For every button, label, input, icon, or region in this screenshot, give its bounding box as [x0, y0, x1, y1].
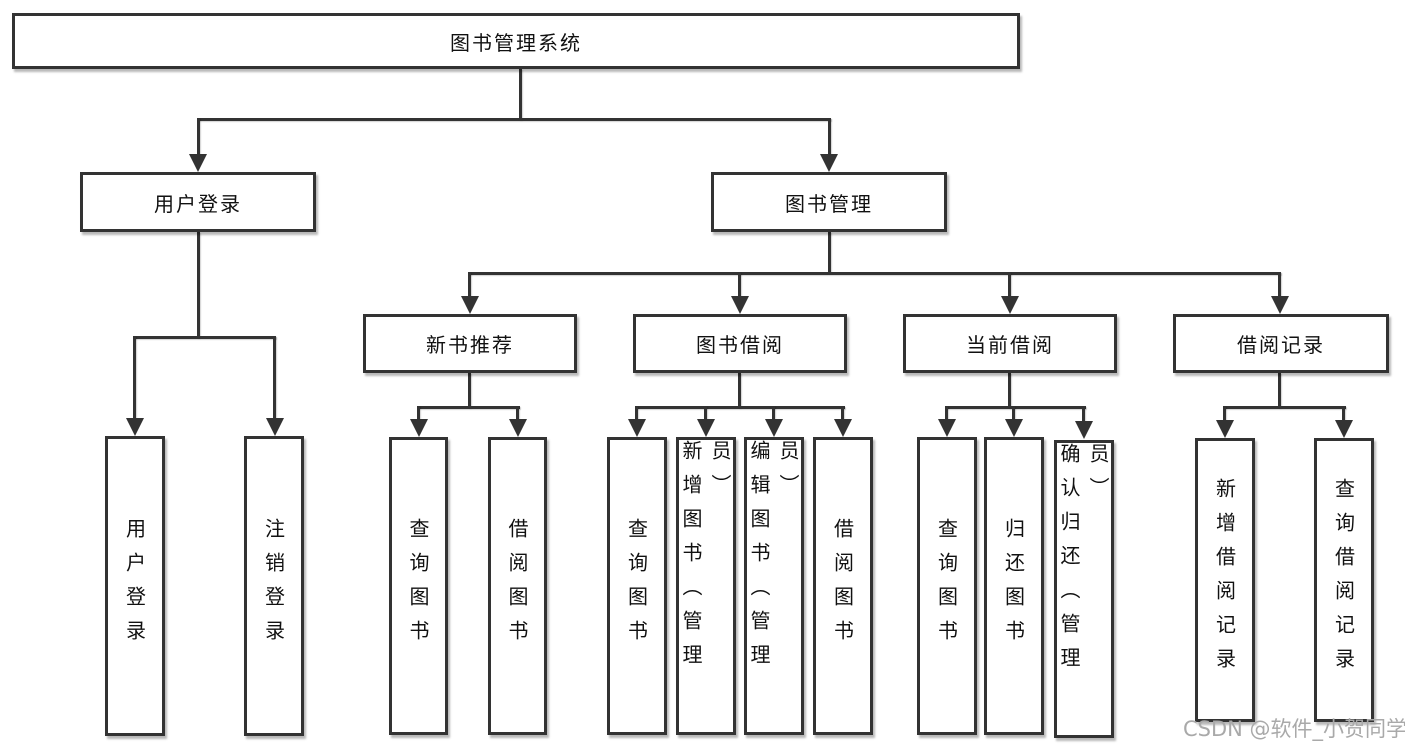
leaf-cb-confirm-return-admin: 确认归还（管理员） — [1054, 440, 1114, 738]
node-book-management: 图书管理 — [711, 172, 947, 232]
connector-stem-new-book — [468, 272, 471, 299]
arrow-down-icon — [697, 419, 715, 437]
connector-stem-book-mgmt — [828, 118, 831, 156]
node-book-borrowing: 图书借阅 — [633, 314, 847, 373]
arrow-down-icon — [731, 296, 749, 314]
connector-stem-bb-add — [704, 406, 707, 421]
connector-stem-cb-query — [945, 406, 948, 421]
leaf-bb-borrow-books: 借阅图书 — [813, 437, 873, 735]
connector-newbook-vertical — [468, 373, 471, 408]
connector-stem-ul-logout — [273, 336, 276, 421]
leaf-nb-borrow-books: 借阅图书 — [488, 437, 547, 735]
connector-borrowrecord-horizontal — [1223, 406, 1346, 409]
arrow-down-icon — [126, 418, 144, 436]
node-root-library-system: 图书管理系统 — [12, 13, 1020, 69]
arrow-down-icon — [461, 296, 479, 314]
node-new-book-recommend: 新书推荐 — [363, 314, 577, 373]
arrow-down-icon — [1216, 420, 1234, 438]
arrow-down-icon — [1075, 421, 1093, 439]
connector-stem-bb-query — [635, 406, 638, 421]
connector-bookborrow-horizontal — [635, 406, 845, 409]
leaf-cb-return-books: 归还图书 — [984, 437, 1044, 735]
node-current-borrowing: 当前借阅 — [903, 314, 1117, 373]
connector-stem-bb-edit — [772, 406, 775, 421]
leaf-bb-add-books-admin: 新增图书（管理员） — [676, 437, 736, 735]
leaf-nb-query-books: 查询图书 — [389, 437, 448, 735]
arrow-down-icon — [410, 419, 428, 437]
connector-root-vertical — [519, 69, 522, 120]
arrow-down-icon — [820, 154, 838, 172]
leaf-br-query-record: 查询借阅记录 — [1314, 438, 1374, 722]
connector-stem-br-query — [1342, 406, 1345, 421]
connector-stem-borrow-record — [1278, 272, 1281, 299]
connector-stem-nb-query — [417, 406, 420, 421]
connector-stem-br-add — [1223, 406, 1226, 421]
leaf-br-add-record: 新增借阅记录 — [1195, 438, 1255, 722]
connector-currentborrow-horizontal — [945, 406, 1086, 409]
arrow-down-icon — [266, 418, 284, 436]
connector-stem-ul-login — [133, 336, 136, 421]
connector-userlogin-horizontal — [133, 336, 276, 339]
connector-stem-cb-return — [1012, 406, 1015, 421]
leaf-logout: 注销登录 — [244, 436, 304, 736]
arrow-down-icon — [938, 419, 956, 437]
node-user-login: 用户登录 — [80, 172, 316, 232]
arrow-down-icon — [765, 419, 783, 437]
connector-stem-cb-confirm — [1082, 406, 1085, 421]
arrow-down-icon — [509, 419, 527, 437]
connector-currentborrow-vertical — [1008, 373, 1011, 408]
arrow-down-icon — [834, 419, 852, 437]
connector-stem-user-login — [197, 118, 200, 156]
connector-userlogin-vertical — [197, 232, 200, 338]
csdn-watermark: CSDN @软件_小贺同学 — [1183, 717, 1405, 741]
leaf-cb-query-books: 查询图书 — [917, 437, 977, 735]
connector-stem-current-borrow — [1008, 272, 1011, 299]
connector-stem-book-borrow — [738, 272, 741, 299]
connector-bookmgmt-vertical — [828, 232, 831, 273]
connector-bookborrow-vertical — [738, 373, 741, 408]
leaf-bb-query-books: 查询图书 — [607, 437, 667, 735]
connector-stem-nb-borrow — [516, 406, 519, 421]
leaf-user-login: 用户登录 — [105, 436, 165, 736]
arrow-down-icon — [1001, 296, 1019, 314]
leaf-bb-edit-books-admin: 编辑图书（管理员） — [744, 437, 804, 735]
arrow-down-icon — [1335, 420, 1353, 438]
connector-newbook-horizontal — [417, 406, 520, 409]
arrow-down-icon — [628, 419, 646, 437]
connector-bookmgmt-horizontal — [468, 272, 1281, 275]
arrow-down-icon — [1005, 419, 1023, 437]
connector-stem-bb-borrow — [841, 406, 844, 421]
connector-borrowrecord-vertical — [1278, 373, 1281, 408]
arrow-down-icon — [1271, 296, 1289, 314]
node-borrow-records: 借阅记录 — [1173, 314, 1389, 373]
arrow-down-icon — [189, 154, 207, 172]
connector-root-horizontal — [197, 118, 831, 121]
